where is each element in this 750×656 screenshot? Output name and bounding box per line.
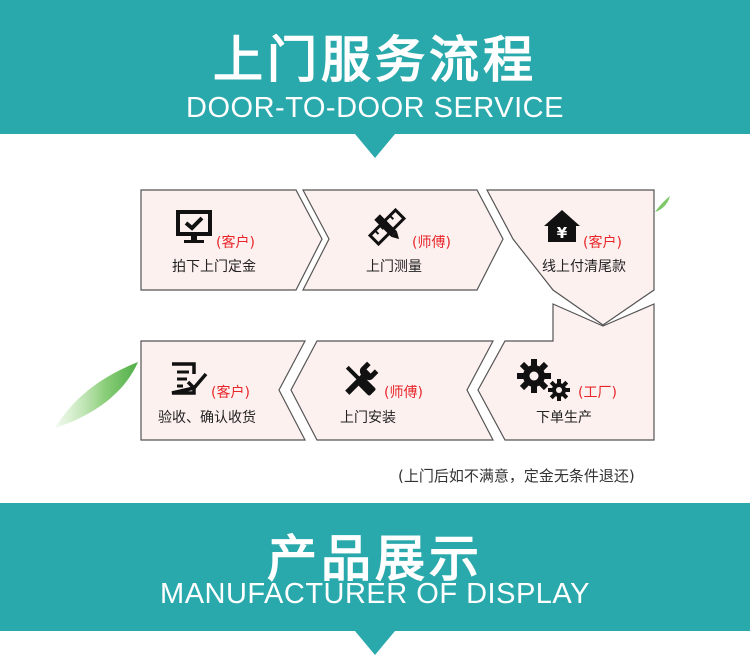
step-4-role: (工厂) (578, 385, 617, 401)
step-card-2 (302, 189, 504, 291)
monitor-check-icon (176, 210, 212, 243)
step-6-role: (客户) (211, 385, 250, 401)
gears-icon (517, 359, 570, 401)
wrench-screwdriver-icon (345, 361, 379, 396)
step-5-role: (师傅) (384, 385, 423, 401)
header-notch (355, 134, 395, 158)
ruler-pencil-icon (367, 208, 407, 246)
step-2-label: 上门测量 (366, 259, 422, 275)
house-yen-icon: ¥ (544, 210, 580, 242)
footer-banner: 产品展示 MANUFACTURER OF DISPLAY (0, 503, 750, 631)
step-6-label: 验收、确认收货 (158, 410, 256, 426)
checklist-icon (171, 362, 208, 395)
step-4-label: 下单生产 (536, 410, 592, 426)
svg-text:¥: ¥ (557, 224, 568, 242)
leaf-decoration-left (55, 362, 138, 428)
leaf-decoration-right (655, 196, 670, 212)
step-card-4 (477, 303, 655, 441)
step-3-label: 线上付清尾款 (542, 259, 626, 275)
header-banner: 上门服务流程 DOOR-TO-DOOR SERVICE (0, 0, 750, 134)
flow-diagram (55, 189, 670, 441)
step-card-5 (290, 340, 494, 441)
step-5-label: 上门安装 (340, 410, 396, 426)
step-1-label: 拍下上门定金 (172, 259, 256, 275)
step-card-3 (486, 189, 655, 326)
step-card-1 (140, 189, 323, 291)
step-3-role: (客户) (583, 235, 622, 251)
footer-notch (355, 631, 395, 655)
page-subtitle: DOOR-TO-DOOR SERVICE (186, 92, 564, 124)
section-title: 产品展示 (267, 530, 483, 588)
step-2-role: (师傅) (412, 235, 451, 251)
refund-note: (上门后如不满意，定金无条件退还) (398, 467, 635, 485)
step-1-role: (客户) (216, 235, 255, 251)
section-subtitle: MANUFACTURER OF DISPLAY (160, 578, 590, 610)
page-title: 上门服务流程 (213, 31, 537, 89)
